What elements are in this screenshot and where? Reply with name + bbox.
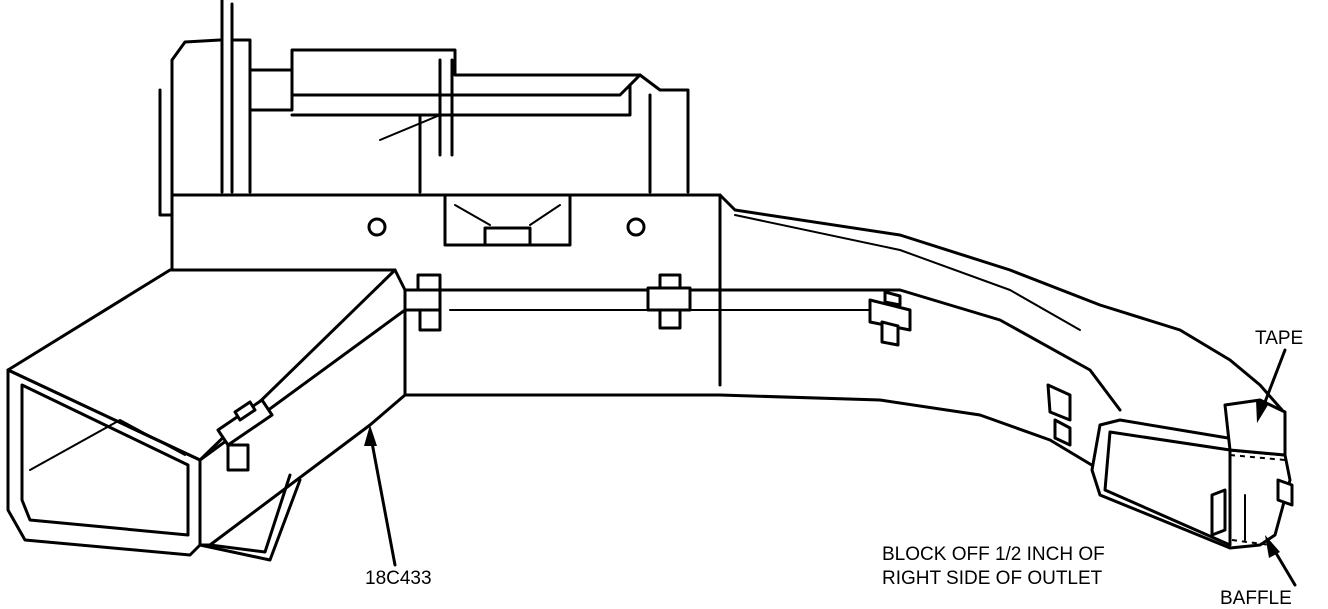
baffle-label: BAFFLE (1220, 588, 1292, 609)
leader-arrowhead-tape (1256, 400, 1268, 423)
upper-housing (158, 0, 690, 217)
part-number-label: 18C433 (365, 568, 432, 589)
instruction-line-1: BLOCK OFF 1/2 INCH OF (882, 544, 1105, 565)
leader-line-part-number (368, 430, 397, 567)
leader-arrowhead-part-number (364, 425, 377, 446)
leader-arrowhead-baffle (1265, 535, 1280, 558)
instruction-line-2: RIGHT SIDE OF OUTLET (882, 568, 1103, 589)
right-outlet (1090, 398, 1294, 550)
left-outlet (6, 268, 407, 562)
leader-lines (364, 348, 1297, 587)
plenum-body (170, 193, 1284, 472)
tape-label: TAPE (1255, 328, 1304, 349)
retaining-clips (403, 273, 1072, 447)
